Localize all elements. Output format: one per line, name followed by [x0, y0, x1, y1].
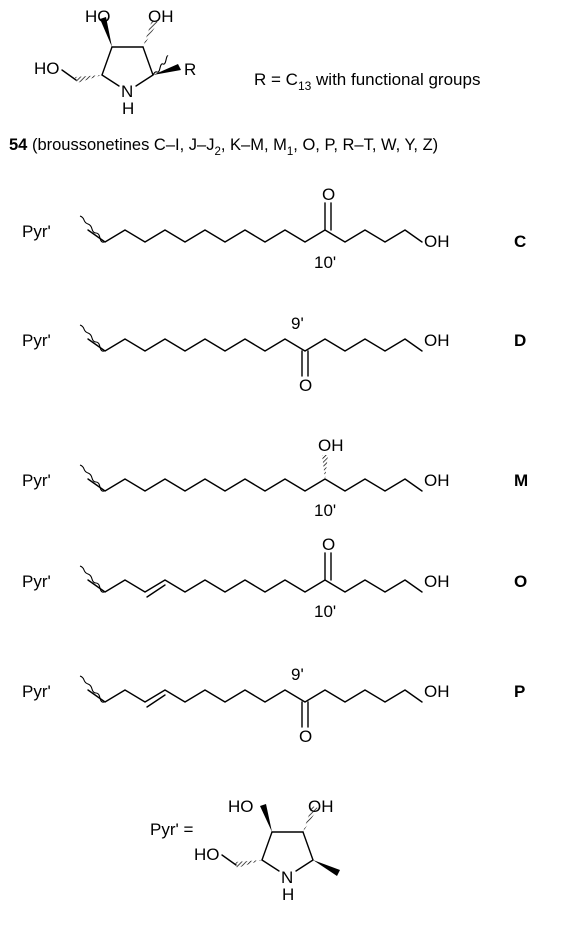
chain-d: Pyr' 9' O OH D: [22, 314, 526, 395]
chain-c-terminal-oh: OH: [424, 232, 450, 251]
chain-o-carbonyl-o: O: [322, 535, 335, 554]
chain-o: Pyr' O 10' OH O: [22, 535, 527, 621]
chain-m: Pyr' OH 10' OH M: [22, 436, 528, 520]
pyr-nitrogen: N: [281, 868, 293, 887]
chain-c-position: 10': [314, 253, 336, 272]
chain-o-terminal-oh: OH: [424, 572, 450, 591]
chain-c: Pyr' O 10' OH C: [22, 185, 526, 272]
chain-c-letter: C: [514, 232, 526, 251]
chain-d-letter: D: [514, 331, 526, 350]
chain-m-terminal-oh: OH: [424, 471, 450, 490]
scaffold-ch2oh: HO: [34, 59, 60, 78]
scaffold-r-label: R: [184, 60, 196, 79]
compound-caption: 54 (broussonetines C–I, J–J2, K–M, M1, O…: [9, 136, 438, 158]
pyr-ch2oh: HO: [194, 845, 220, 864]
scaffold-nitrogen: N: [121, 82, 133, 101]
chain-p-carbonyl-o: O: [299, 727, 312, 746]
scaffold-nitrogen-h: H: [122, 99, 134, 118]
chain-d-pyr: Pyr': [22, 331, 51, 350]
chain-d-position: 9': [291, 314, 304, 333]
chain-c-pyr: Pyr': [22, 222, 51, 241]
chain-m-position: 10': [314, 501, 336, 520]
pyr-definition-label: Pyr' =: [150, 820, 193, 839]
pyr-structure: HO OH HO N H: [194, 797, 340, 904]
chain-o-pyr: Pyr': [22, 572, 51, 591]
pyr-oh-left: HO: [228, 797, 254, 816]
chain-p-pyr: Pyr': [22, 682, 51, 701]
pyr-nitrogen-h: H: [282, 885, 294, 904]
chain-p-position: 9': [291, 665, 304, 684]
chain-m-letter: M: [514, 471, 528, 490]
chain-d-terminal-oh: OH: [424, 331, 450, 350]
scaffold-oh-right: OH: [148, 7, 174, 26]
chain-o-letter: O: [514, 572, 527, 591]
pyr-oh-right: OH: [308, 797, 334, 816]
chain-m-hydroxyl: OH: [318, 436, 344, 455]
chain-m-pyr: Pyr': [22, 471, 51, 490]
scaffold-structure: HO OH HO N H R: [34, 7, 196, 118]
chain-c-carbonyl-o: O: [322, 185, 335, 204]
chain-p-terminal-oh: OH: [424, 682, 450, 701]
chain-p: Pyr' 9' O OH P: [22, 665, 525, 746]
chain-d-carbonyl-o: O: [299, 376, 312, 395]
r-group-definition: R = C13 with functional groups: [254, 70, 480, 93]
chain-o-position: 10': [314, 602, 336, 621]
scaffold-oh-left: HO: [85, 7, 111, 26]
chain-p-letter: P: [514, 682, 525, 701]
